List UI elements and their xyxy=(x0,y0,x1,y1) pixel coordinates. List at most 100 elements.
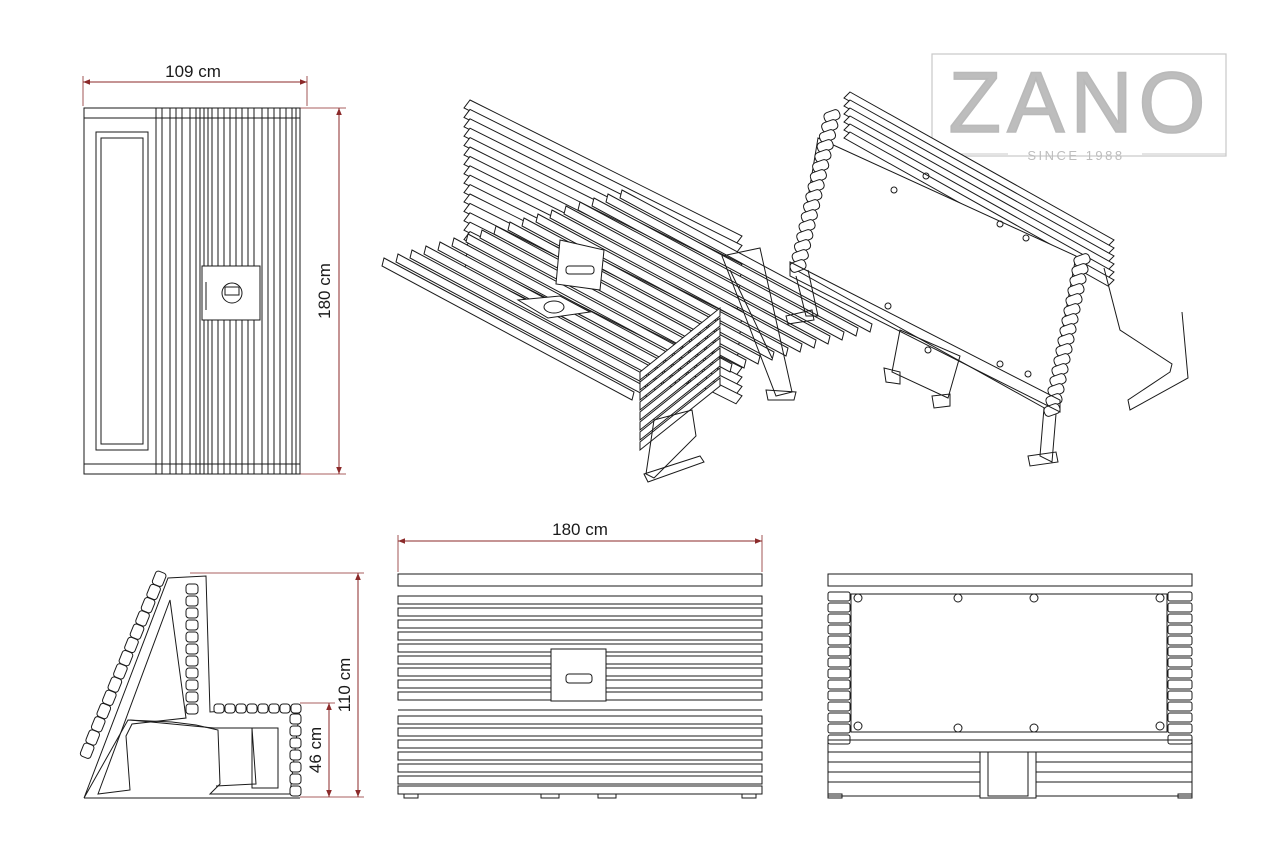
iso-seat-slat xyxy=(549,209,803,353)
dim-top-width: 109 cm xyxy=(165,62,221,81)
iso-back-bolt xyxy=(996,360,1004,368)
back-bolt xyxy=(953,723,963,733)
iso-side-slat xyxy=(639,316,721,392)
front-slat xyxy=(397,631,763,641)
side-slat xyxy=(185,691,199,703)
back-slat xyxy=(827,723,851,734)
back-slat xyxy=(1167,613,1193,624)
back-bolt xyxy=(1155,721,1165,731)
back-slat xyxy=(1167,701,1193,712)
side-view: 110 cm 46 cm xyxy=(79,570,364,799)
back-slat xyxy=(827,701,851,712)
back-bolt xyxy=(853,593,863,603)
side-slat xyxy=(185,595,199,607)
side-slat xyxy=(185,703,199,715)
side-slat xyxy=(224,703,236,714)
back-slat xyxy=(1167,657,1193,668)
back-slat xyxy=(1167,591,1193,602)
side-slat xyxy=(246,703,258,714)
zano-logo: ZANO SINCE 1988 xyxy=(931,53,1227,163)
back-slat xyxy=(827,635,851,646)
iso-back-bolt xyxy=(996,220,1004,228)
front-slat xyxy=(397,619,763,629)
side-slat xyxy=(289,785,302,797)
back-view-slats xyxy=(827,591,1193,745)
side-slat xyxy=(279,703,291,714)
side-slat xyxy=(235,703,247,714)
side-slat xyxy=(290,703,302,714)
back-slat xyxy=(827,624,851,635)
iso-side-slat xyxy=(639,336,721,412)
back-slat xyxy=(827,668,851,679)
back-slat xyxy=(827,591,851,602)
dim-top-length: 180 cm xyxy=(315,263,334,319)
side-view-slats xyxy=(79,570,302,797)
iso-side-slat xyxy=(639,306,721,382)
dim-seat-height: 46 cm xyxy=(306,727,325,773)
iso-side-slat xyxy=(639,326,721,402)
back-slat xyxy=(1167,646,1193,657)
iso-back-bolt xyxy=(1024,370,1032,378)
iso-back-bolt xyxy=(884,302,892,310)
back-bolt xyxy=(853,721,863,731)
side-slat xyxy=(185,679,199,691)
back-slat xyxy=(827,679,851,690)
back-view xyxy=(827,573,1193,799)
back-bolt xyxy=(1155,593,1165,603)
iso-back-bolt xyxy=(922,172,930,180)
logo-wordmark: ZANO xyxy=(949,55,1212,151)
side-slat xyxy=(185,667,199,679)
back-bolt xyxy=(1029,723,1039,733)
front-slat xyxy=(397,607,763,617)
top-view-slats xyxy=(84,108,300,474)
side-slat xyxy=(289,773,302,785)
side-slat xyxy=(185,655,199,667)
iso-seat-slat xyxy=(563,205,817,349)
iso-side-slat xyxy=(639,346,721,422)
iso-seat-slat xyxy=(605,193,859,337)
front-slat xyxy=(397,727,763,737)
iso-seat-slat xyxy=(381,257,635,401)
isometric-back-view xyxy=(785,91,1189,467)
front-slat xyxy=(397,785,763,795)
front-slat xyxy=(397,739,763,749)
back-slat xyxy=(1167,668,1193,679)
iso-seat-slat xyxy=(577,201,831,345)
side-slat xyxy=(289,725,302,737)
front-slat xyxy=(397,775,763,785)
side-slat xyxy=(289,761,302,773)
back-slat xyxy=(827,657,851,668)
back-slat xyxy=(1167,635,1193,646)
side-slat xyxy=(185,583,199,595)
side-slat xyxy=(185,607,199,619)
back-slat xyxy=(827,613,851,624)
front-slat xyxy=(397,715,763,725)
back-slat xyxy=(827,690,851,701)
iso-seat-slat xyxy=(619,189,873,333)
front-view: 180 cm xyxy=(397,520,763,799)
iso-back-bolt xyxy=(924,346,932,354)
dim-side-height: 110 cm xyxy=(335,658,354,713)
back-slat xyxy=(1167,679,1193,690)
back-slat xyxy=(1167,712,1193,723)
front-slat xyxy=(397,751,763,761)
back-slat xyxy=(1167,723,1193,734)
top-view: 109 cm 180 cm xyxy=(82,62,346,475)
side-slat xyxy=(289,749,302,761)
isometric-front-view xyxy=(381,99,873,483)
side-slat xyxy=(289,713,302,725)
back-slat xyxy=(827,602,851,613)
logo-tagline: SINCE 1988 xyxy=(1027,148,1124,163)
front-slat xyxy=(397,595,763,605)
side-slat xyxy=(213,703,225,714)
side-slat xyxy=(185,619,199,631)
dim-front-width: 180 cm xyxy=(552,520,608,539)
back-slat xyxy=(827,646,851,657)
iso-side-slat xyxy=(639,356,721,432)
iso-seat-slat xyxy=(395,253,649,397)
side-slat xyxy=(289,737,302,749)
side-slat xyxy=(257,703,269,714)
iso-seat-slat xyxy=(493,225,747,369)
back-slat xyxy=(1167,602,1193,613)
side-slat xyxy=(185,631,199,643)
